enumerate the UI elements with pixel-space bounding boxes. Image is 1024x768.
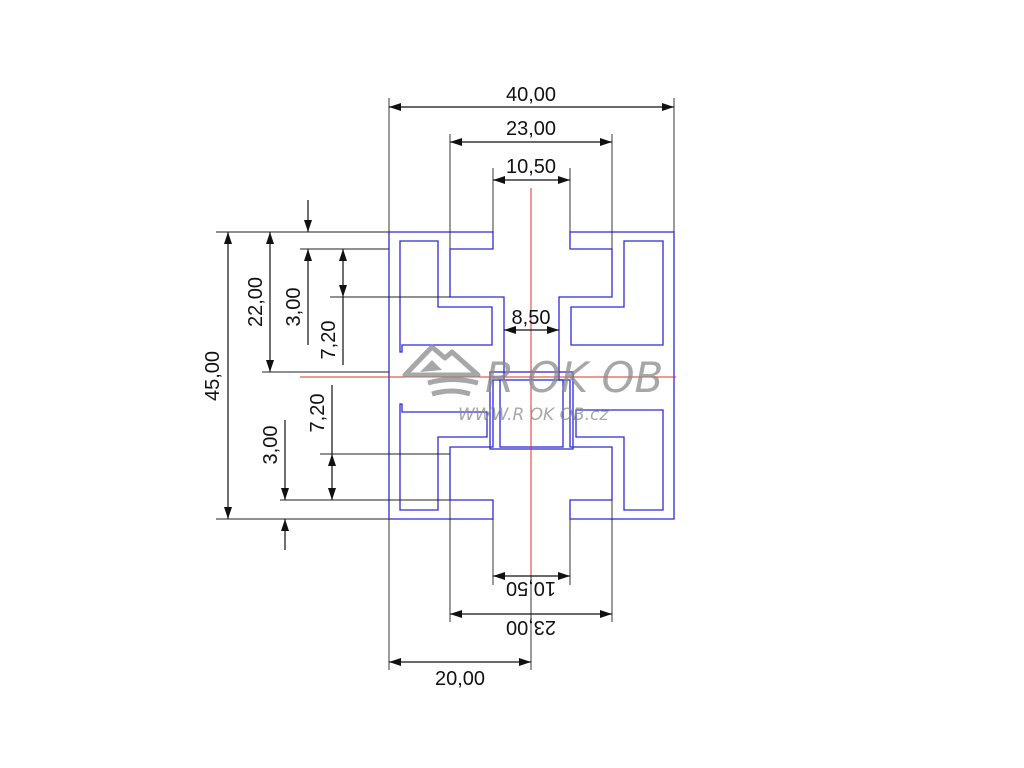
profile-outer-contour: [388, 231, 505, 520]
dim-half-height: 22,00: [245, 277, 267, 327]
dim-overall-width: 40,00: [506, 84, 556, 106]
dim-depth-top: 7,20: [318, 321, 340, 360]
dim-slot-width-top: 10,50: [506, 156, 556, 178]
watermark-url: WWW.R OK OB.cz: [458, 405, 609, 425]
dim-slot-width-bottom: 10,50: [506, 577, 556, 599]
dimension-lines: [224, 103, 674, 666]
dim-core-width: 8,50: [512, 307, 551, 329]
right-hollow-lower: [575, 409, 664, 511]
dim-inner-width: 23,00: [506, 118, 556, 140]
dim-depth-bottom: 7,20: [307, 394, 329, 433]
dimension-labels: 40,00 23,00 10,50 8,50 45,00 22,00 3,00 …: [202, 84, 556, 690]
profile-outline: [388, 231, 675, 520]
dim-lip-bottom: 3,00: [260, 426, 282, 465]
dim-inner-width-bottom: 23,00: [506, 616, 556, 638]
mountain-logo-icon: [402, 344, 481, 378]
left-hollow-lower: [399, 403, 488, 511]
profile-outer-contour-right: [558, 231, 675, 520]
dim-half-width: 20,00: [435, 668, 485, 690]
watermark-brand: R OK OB: [485, 353, 663, 402]
dim-lip-top: 3,00: [283, 288, 305, 327]
watermark-logo: R OK OB WWW.R OK OB.cz: [402, 344, 663, 425]
center-axes: [300, 188, 676, 575]
dim-overall-height: 45,00: [202, 351, 224, 401]
right-hollow: [570, 240, 664, 346]
left-hollow: [399, 240, 493, 353]
extension-lines: [216, 98, 675, 670]
